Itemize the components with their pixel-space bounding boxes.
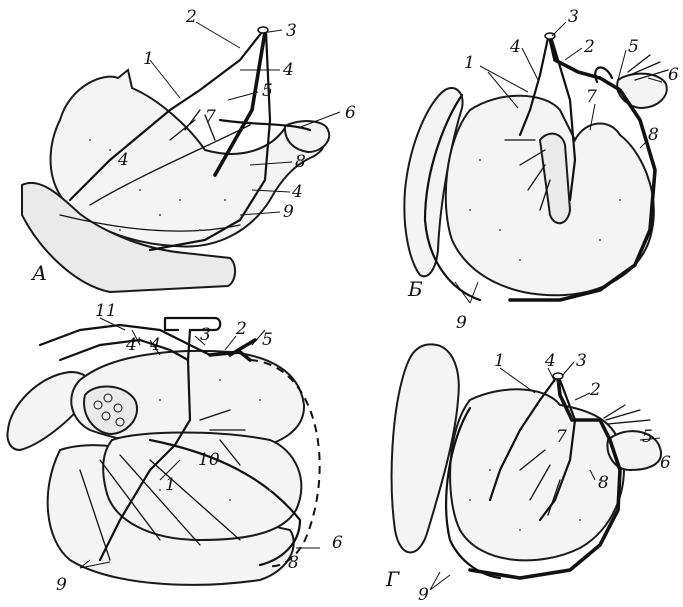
- panel-a-label-8: 8: [295, 152, 306, 172]
- panel-d-label-4: 4: [544, 351, 556, 371]
- panel-b-label-2: 2: [583, 37, 595, 57]
- panel-b-label-4: 4: [509, 37, 521, 57]
- panel-d-label-7: 7: [556, 427, 567, 447]
- panel-a-label-3: 3: [286, 21, 297, 41]
- panel-c: 11 4' 4 3 2 5 10 1 6 8 9: [8, 301, 344, 595]
- panel-d-label-1: 1: [494, 351, 505, 371]
- panel-d-label-8: 8: [598, 473, 609, 493]
- panel-d: 1 4 3 2 7 5 6 8 9 Г: [385, 344, 671, 605]
- panel-c-label-2: 2: [235, 319, 247, 339]
- panel-a-label-4a: 4: [282, 60, 294, 80]
- panel-b-spleen: [617, 74, 667, 108]
- panel-c-label-4: 4: [149, 335, 161, 355]
- panel-d-label-2: 2: [589, 380, 601, 400]
- panel-c-label-1: 1: [165, 475, 176, 495]
- panel-a-label-5: 5: [262, 81, 273, 101]
- panel-a-label-2: 2: [185, 7, 197, 27]
- panel-b-label-5: 5: [628, 37, 639, 57]
- panel-b-label-9: 9: [456, 313, 467, 333]
- panel-b: 1 4 3 2 5 6 7 8 9 Б: [404, 7, 679, 333]
- panel-b-label-6: 6: [668, 65, 679, 85]
- panel-a-title: А: [30, 261, 47, 285]
- panel-d-label-9: 9: [418, 585, 429, 605]
- panel-c-label-11: 11: [95, 301, 117, 321]
- panel-c-label-3: 3: [200, 325, 211, 345]
- panel-a-label-9: 9: [283, 202, 294, 222]
- panel-c-stomach-lower: [103, 433, 301, 541]
- panel-c-label-8: 8: [288, 553, 299, 573]
- panel-a-label-6: 6: [345, 103, 356, 123]
- panel-c-label-5: 5: [262, 330, 273, 350]
- panel-b-label-8: 8: [648, 125, 659, 145]
- panel-d-label-5: 5: [642, 427, 653, 447]
- panel-a: 1 2 3 4 5 6 7 4 8 4 9 А: [22, 7, 356, 292]
- panel-a-label-1: 1: [143, 49, 154, 69]
- panel-d-title: Г: [385, 567, 400, 591]
- panel-c-label-4prime: 4': [125, 335, 142, 355]
- panel-c-label-9: 9: [56, 575, 67, 595]
- panel-b-label-7: 7: [586, 87, 597, 107]
- panel-c-label-6: 6: [332, 533, 343, 553]
- panel-d-label-6: 6: [660, 453, 671, 473]
- panel-b-label-1: 1: [464, 53, 475, 73]
- panel-d-left-organ: [392, 344, 459, 552]
- panel-b-label-3: 3: [568, 7, 579, 27]
- panel-a-label-4b: 4: [117, 150, 129, 170]
- panel-d-right-organ: [607, 431, 661, 470]
- panel-b-title: Б: [407, 277, 423, 301]
- panel-a-label-4c: 4: [291, 182, 303, 202]
- panel-d-label-3: 3: [576, 351, 587, 371]
- panel-a-label-7: 7: [205, 107, 216, 127]
- panel-c-label-10: 10: [198, 450, 220, 470]
